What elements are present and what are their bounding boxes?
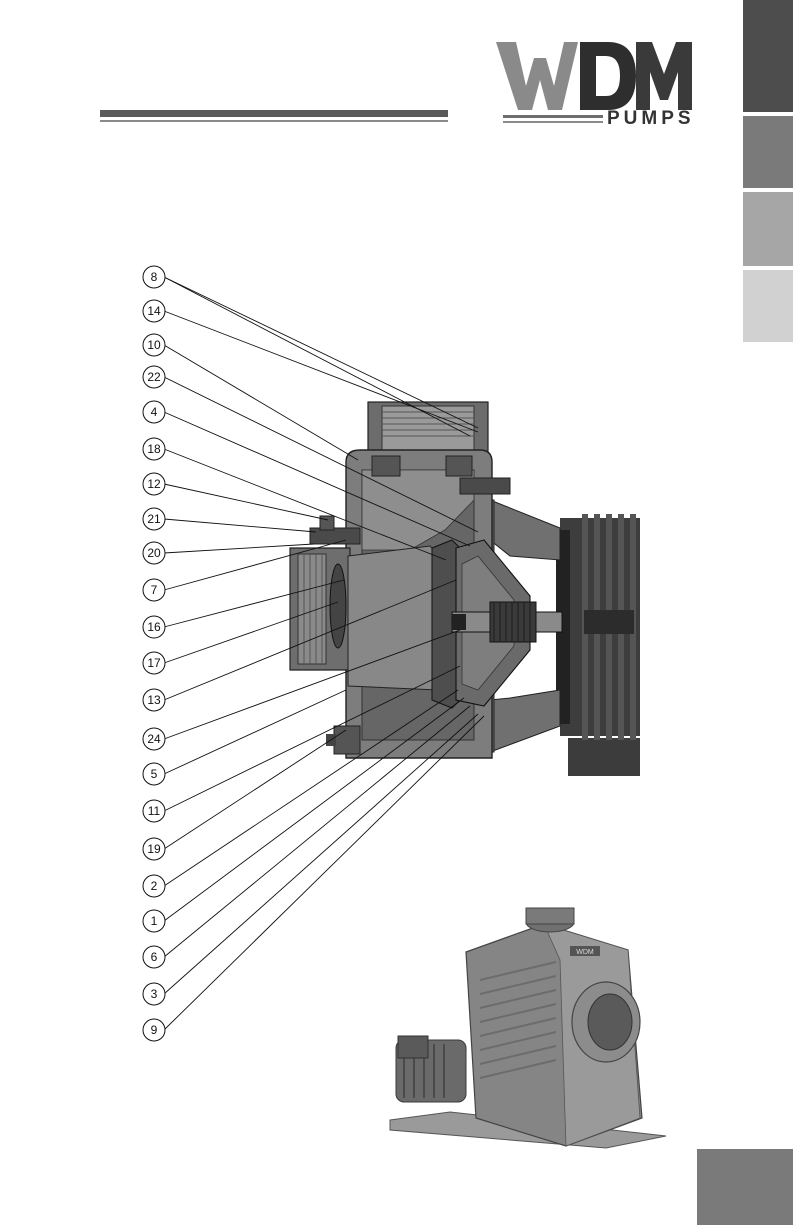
svg-text:1: 1 — [151, 914, 158, 928]
callout-14: 14 — [143, 300, 165, 322]
svg-text:11: 11 — [148, 804, 161, 818]
svg-text:10: 10 — [147, 338, 161, 352]
svg-text:5: 5 — [151, 767, 158, 781]
callouts: 8 14 10 22 4 18 — [143, 266, 165, 1041]
callout-7: 7 — [143, 579, 165, 601]
callout-22: 22 — [143, 366, 165, 388]
callout-6: 6 — [143, 946, 165, 968]
svg-text:20: 20 — [147, 546, 161, 560]
svg-text:18: 18 — [147, 442, 161, 456]
svg-text:22: 22 — [147, 370, 161, 384]
photo-brand-label: WDM — [576, 949, 594, 956]
callout-19: 19 — [143, 838, 165, 860]
callout-5: 5 — [143, 763, 165, 785]
svg-text:12: 12 — [147, 477, 161, 491]
svg-text:2: 2 — [151, 879, 158, 893]
pump-product-photo: WDM — [390, 908, 666, 1148]
callout-3: 3 — [143, 983, 165, 1005]
callout-21: 21 — [143, 508, 165, 530]
callout-1: 1 — [143, 910, 165, 932]
svg-text:13: 13 — [147, 693, 161, 707]
callout-10: 10 — [143, 334, 165, 356]
svg-text:7: 7 — [151, 583, 158, 597]
svg-text:9: 9 — [151, 1023, 158, 1037]
svg-text:24: 24 — [147, 732, 161, 746]
callout-20: 20 — [143, 542, 165, 564]
callout-13: 13 — [143, 689, 165, 711]
seal-spring — [494, 602, 530, 642]
svg-text:14: 14 — [147, 304, 161, 318]
svg-text:16: 16 — [147, 620, 161, 634]
callout-8: 8 — [143, 266, 165, 288]
page-corner-block — [697, 1149, 793, 1225]
svg-text:8: 8 — [151, 270, 158, 284]
svg-text:19: 19 — [147, 842, 161, 856]
svg-text:17: 17 — [147, 656, 161, 670]
callout-24: 24 — [143, 728, 165, 750]
callout-18: 18 — [143, 438, 165, 460]
callout-4: 4 — [143, 401, 165, 423]
callout-16: 16 — [143, 616, 165, 638]
motor — [556, 514, 640, 776]
svg-text:6: 6 — [151, 950, 158, 964]
callout-11: 11 — [143, 800, 165, 822]
svg-text:4: 4 — [151, 405, 158, 419]
callout-12: 12 — [143, 473, 165, 495]
callout-17: 17 — [143, 652, 165, 674]
callout-9: 9 — [143, 1019, 165, 1041]
svg-text:21: 21 — [147, 512, 161, 526]
callout-2: 2 — [143, 875, 165, 897]
svg-text:3: 3 — [151, 987, 158, 1001]
